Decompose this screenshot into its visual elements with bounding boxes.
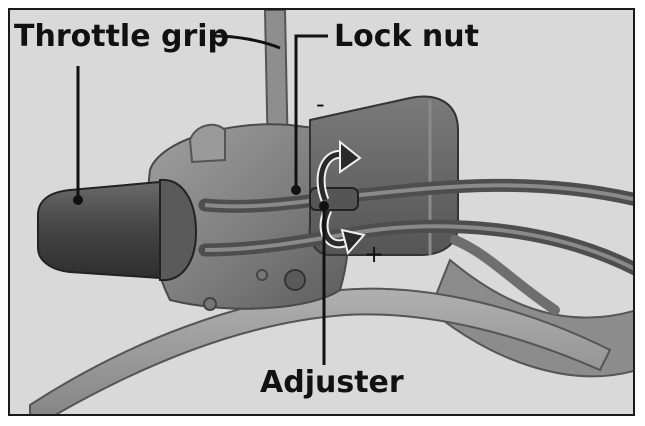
lock-nut-leader [294,34,328,190]
brake-hose [450,235,560,315]
plus-sign: + [364,240,385,268]
adjuster-label: Adjuster [260,365,404,400]
handlebar-illustration [29,10,633,414]
grip-label-connector [214,34,281,50]
throttle-grip-label: Throttle grip [14,19,230,54]
minus-sign: - [316,90,325,118]
brake-lever [29,287,612,414]
grip-flange [159,178,198,282]
housing-knob [188,123,226,164]
lock-nut-label: Lock nut [334,19,479,54]
illustration-frame: Throttle grip Lock nut Adjuster - + [8,8,635,416]
cable-adjuster [309,187,359,211]
